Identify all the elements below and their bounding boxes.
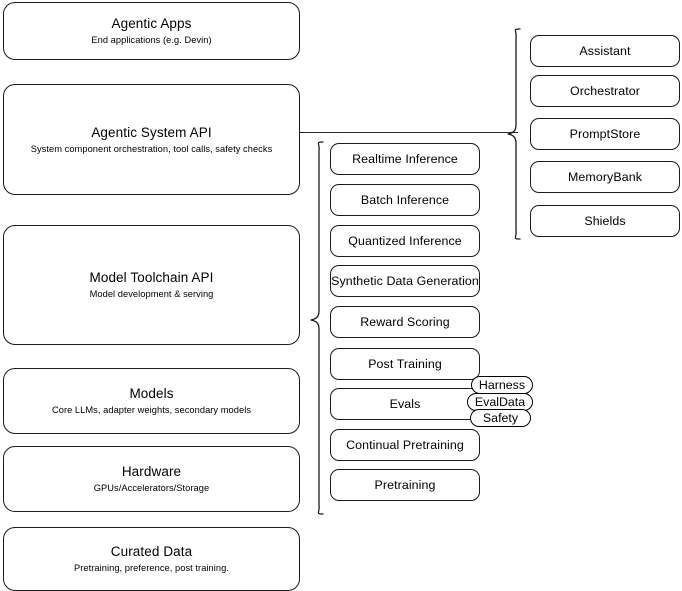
component-post-training[interactable]: Post Training <box>330 348 480 380</box>
eval-tag-safety[interactable]: Safety <box>470 409 531 427</box>
component-reward-scoring[interactable]: Reward Scoring <box>330 306 480 338</box>
component-label: Orchestrator <box>569 83 641 98</box>
component-pretraining[interactable]: Pretraining <box>330 469 480 501</box>
layer-subtitle: Pretraining, preference, post training. <box>74 563 229 573</box>
layer-hardware[interactable]: Hardware GPUs/Accelerators/Storage <box>3 446 300 512</box>
layer-title: Agentic Apps <box>111 16 192 31</box>
layer-title: Model Toolchain API <box>89 270 214 285</box>
component-label: PromptStore <box>569 126 641 141</box>
layer-subtitle: End applications (e.g. Devin) <box>91 35 212 45</box>
component-assistant[interactable]: Assistant <box>530 35 680 67</box>
component-label: Evals <box>389 396 421 411</box>
component-label: MemoryBank <box>568 169 642 184</box>
component-orchestrator[interactable]: Orchestrator <box>530 75 680 107</box>
component-label: Shields <box>584 213 626 228</box>
component-shields[interactable]: Shields <box>530 205 680 237</box>
component-promptstore[interactable]: PromptStore <box>530 118 680 150</box>
component-synthetic-data-generation[interactable]: Synthetic Data Generation <box>330 265 480 297</box>
eval-tag-label: EvalData <box>474 395 526 409</box>
component-label: Realtime Inference <box>352 151 458 166</box>
layer-title: Models <box>129 386 174 401</box>
brace-toolchain <box>310 141 324 515</box>
layer-subtitle: Core LLMs, adapter weights, secondary mo… <box>51 405 252 415</box>
eval-tag-label: Safety <box>482 411 519 425</box>
layer-subtitle: Model development & serving <box>89 289 214 299</box>
component-continual-pretraining[interactable]: Continual Pretraining <box>330 429 480 461</box>
layer-curated-data[interactable]: Curated Data Pretraining, preference, po… <box>3 527 300 591</box>
component-label: Reward Scoring <box>360 314 450 329</box>
component-realtime-inference[interactable]: Realtime Inference <box>330 143 480 175</box>
layer-title: Curated Data <box>110 544 193 559</box>
brace-system-components <box>507 28 521 240</box>
component-label: Assistant <box>579 43 631 58</box>
component-quantized-inference[interactable]: Quantized Inference <box>330 225 480 257</box>
component-label: Batch Inference <box>360 192 450 207</box>
connector-system-api-to-components <box>300 132 518 133</box>
eval-tag-label: Harness <box>478 378 526 392</box>
layer-agentic-system-api[interactable]: Agentic System API System component orch… <box>3 84 300 195</box>
component-label: Post Training <box>368 356 442 371</box>
component-batch-inference[interactable]: Batch Inference <box>330 184 480 216</box>
component-label: Synthetic Data Generation <box>331 273 479 288</box>
layer-title: Hardware <box>121 464 182 479</box>
layer-subtitle: GPUs/Accelerators/Storage <box>93 483 210 493</box>
layer-subtitle: System component orchestration, tool cal… <box>30 143 273 154</box>
eval-tag-harness[interactable]: Harness <box>471 376 533 394</box>
component-evals[interactable]: Evals <box>330 388 480 420</box>
component-memorybank[interactable]: MemoryBank <box>530 161 680 193</box>
component-label: Continual Pretraining <box>346 437 464 452</box>
layer-title: Agentic System API <box>91 124 212 140</box>
layer-model-toolchain-api[interactable]: Model Toolchain API Model development & … <box>3 225 300 345</box>
layer-models[interactable]: Models Core LLMs, adapter weights, secon… <box>3 368 300 434</box>
component-label: Quantized Inference <box>348 233 462 248</box>
component-label: Pretraining <box>374 477 436 492</box>
layer-agentic-apps[interactable]: Agentic Apps End applications (e.g. Devi… <box>3 2 300 60</box>
